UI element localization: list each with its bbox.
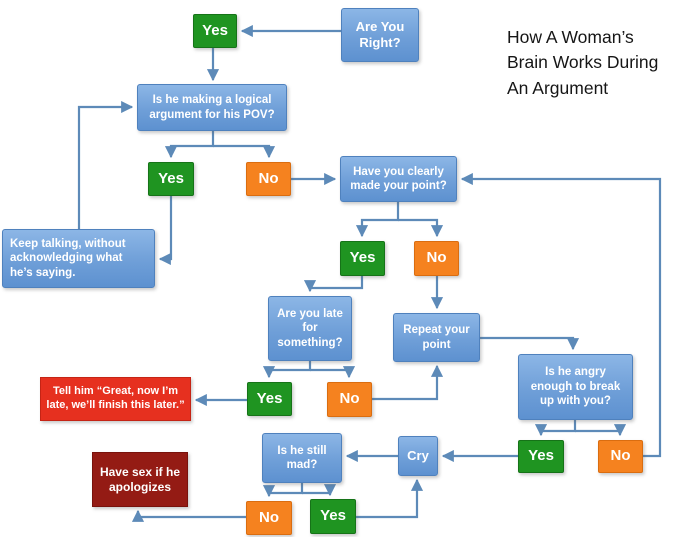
node-no-angry: No	[598, 440, 643, 473]
node-is-he-still-mad: Is he still mad?	[262, 433, 342, 483]
node-yes-mad: Yes	[310, 499, 356, 534]
node-have-you-clearly: Have you clearly made your point?	[340, 156, 457, 202]
node-logical-argument: Is he making a logical argument for his …	[137, 84, 287, 131]
node-are-you-late: Are you late for something?	[268, 296, 352, 361]
node-no-mad: No	[246, 501, 292, 535]
node-no-logical: No	[246, 162, 291, 196]
node-is-he-angry: Is he angry enough to break up with you?	[518, 354, 633, 420]
node-are-you-right: Are You Right?	[341, 8, 419, 62]
node-have-sex: Have sex if he apologizes	[92, 452, 188, 507]
node-no-late: No	[327, 382, 372, 417]
node-yes-late: Yes	[247, 382, 292, 416]
node-no-clearly: No	[414, 241, 459, 276]
chart-title: How A Woman’s Brain Works During An Argu…	[507, 27, 659, 98]
node-yes-angry: Yes	[518, 440, 564, 473]
node-cry: Cry	[398, 436, 438, 476]
node-yes-top: Yes	[193, 14, 237, 48]
node-keep-talking: Keep talking, without acknowledging what…	[2, 229, 155, 288]
node-tell-him-later: Tell him “Great, now I’m late, we’ll fin…	[40, 377, 191, 421]
node-yes-logical: Yes	[148, 162, 194, 196]
node-repeat-point: Repeat your point	[393, 313, 480, 362]
node-yes-clearly: Yes	[340, 241, 385, 276]
